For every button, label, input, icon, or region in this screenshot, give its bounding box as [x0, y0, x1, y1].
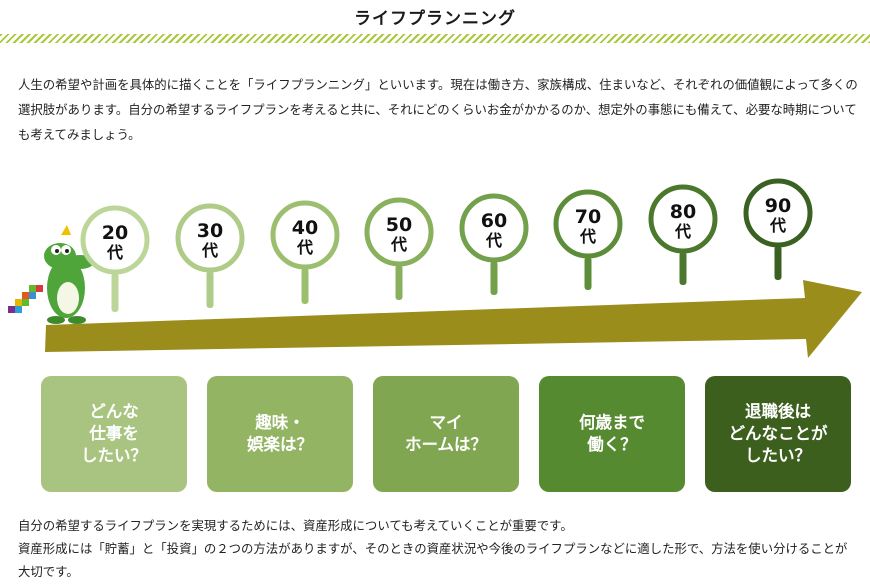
question-card-work: どんな 仕事を したい？ [41, 376, 187, 492]
marker-ring [553, 189, 623, 259]
age-suffix: 代 [674, 222, 691, 241]
marker-stem [584, 257, 592, 290]
timeline-arrow [45, 280, 862, 358]
marker-ring [648, 184, 718, 254]
marker-ring [270, 200, 340, 270]
age-suffix: 代 [579, 227, 596, 246]
question-card-after-retire: 退職後は どんなことが したい？ [705, 376, 851, 492]
page-title: ライフプランニング [354, 9, 516, 29]
card-text: 趣味・ 娯楽は？ [247, 413, 313, 454]
marker-stem [206, 271, 214, 308]
question-card-retire-age: 何歳まで 働く？ [539, 376, 685, 492]
age-suffix: 代 [390, 235, 407, 254]
age-marker-90: 90代 [743, 178, 813, 280]
marker-stem [111, 273, 119, 312]
age-number: 70 [575, 206, 601, 228]
age-number: 40 [292, 217, 318, 239]
age-number: 30 [197, 220, 223, 242]
outro-paragraph-2: 資産形成には「貯蓄」と「投資」の２つの方法がありますが、そのときの資産状況や今後… [18, 541, 848, 579]
marker-ring [364, 197, 434, 267]
card-text: 退職後は どんなことが したい？ [728, 402, 828, 465]
card-text: マイ ホームは？ [404, 413, 487, 454]
marker-stem [301, 268, 309, 304]
crocodile-mascot-icon [8, 225, 94, 324]
marker-ring [459, 193, 529, 263]
age-suffix: 代 [106, 243, 123, 262]
age-marker-70: 70代 [553, 189, 623, 290]
age-marker-50: 50代 [364, 197, 434, 300]
age-number: 20 [102, 222, 128, 244]
intro-text: 人生の希望や計画を具体的に描くことを「ライフプランニング」といいます。現在は働き… [18, 72, 858, 147]
age-marker-30: 30代 [175, 203, 245, 308]
marker-ring [80, 205, 150, 275]
age-marker-80: 80代 [648, 184, 718, 285]
question-card-home: マイ ホームは？ [373, 376, 519, 492]
age-marker-20: 20代 [80, 205, 150, 312]
card-text: 何歳まで 働く？ [579, 413, 645, 454]
title-divider [0, 34, 870, 43]
age-number: 90 [765, 195, 791, 217]
age-suffix: 代 [201, 241, 218, 260]
question-card-hobby: 趣味・ 娯楽は？ [207, 376, 353, 492]
intro-paragraph: 人生の希望や計画を具体的に描くことを「ライフプランニング」といいます。現在は働き… [18, 77, 858, 142]
marker-stem [490, 261, 498, 295]
marker-stem [395, 265, 403, 300]
outro-paragraph-1: 自分の希望するライフプランを実現するためには、資産形成についても考えていくことが… [18, 518, 573, 533]
age-number: 50 [386, 214, 412, 236]
age-suffix: 代 [769, 216, 786, 235]
age-marker-60: 60代 [459, 193, 529, 295]
card-text: どんな 仕事を したい？ [81, 402, 147, 465]
outro-text: 自分の希望するライフプランを実現するためには、資産形成についても考えていくことが… [18, 514, 858, 583]
age-number: 60 [481, 210, 507, 232]
age-number: 80 [670, 201, 696, 223]
marker-ring [175, 203, 245, 273]
age-marker-40: 40代 [270, 200, 340, 304]
age-suffix: 代 [296, 238, 313, 257]
marker-stem [679, 252, 687, 285]
marker-stem [774, 246, 782, 280]
age-suffix: 代 [485, 231, 502, 250]
marker-ring [743, 178, 813, 248]
